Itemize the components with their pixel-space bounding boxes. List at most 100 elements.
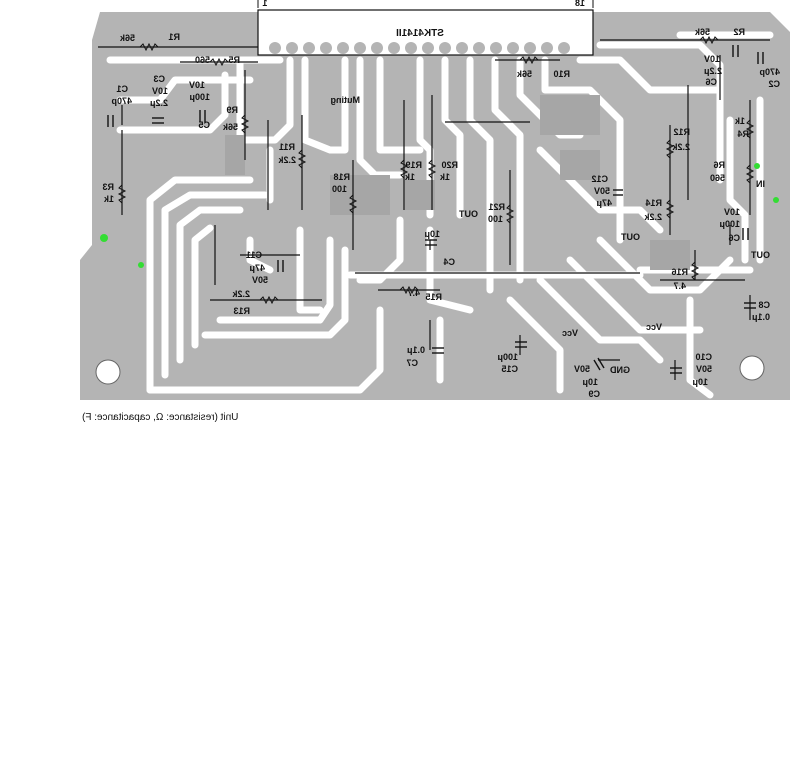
c10-name: C10 xyxy=(695,352,712,362)
c3-value1: 10V xyxy=(152,86,168,96)
r16-name: R16 xyxy=(671,267,688,277)
resistor-r11 xyxy=(297,149,307,169)
c6-value1: 10V xyxy=(724,207,740,217)
capacitor-c6-top xyxy=(732,45,739,57)
r10-name: R10 xyxy=(553,69,570,79)
units-caption: Unit (resistance: Ω, capacitance: F) xyxy=(82,412,239,423)
c11-name: C11 xyxy=(246,250,262,260)
c5-name: C5 xyxy=(198,120,210,130)
resistor-r6 xyxy=(745,164,755,184)
c11-value1: 47μ xyxy=(249,263,265,273)
ic-label: STK4141II xyxy=(396,28,444,39)
r1-name: R1 xyxy=(168,32,180,42)
c2-name: C2 xyxy=(768,79,780,89)
capacitor-c6 xyxy=(742,228,749,240)
resistor-r18 xyxy=(348,194,358,214)
in-label: IN xyxy=(756,179,765,189)
out-label-3: OUT xyxy=(751,250,771,260)
r4-name: R4 xyxy=(737,129,749,139)
r12-value: 2.2k xyxy=(671,142,690,152)
resistor-r13 xyxy=(259,295,279,305)
r2-name: R2 xyxy=(733,27,745,37)
capacitor-c8 xyxy=(744,302,756,309)
mounting-hole-right xyxy=(739,355,765,381)
resistor-r9 xyxy=(240,114,250,134)
resistor-r3 xyxy=(117,184,127,204)
test-point xyxy=(138,262,144,268)
r15-value: 4.7 xyxy=(407,288,420,298)
r16-value: 4.7 xyxy=(673,281,686,291)
vcc-label-2: Vcc xyxy=(646,322,662,332)
capacitor-c5 xyxy=(199,110,206,122)
c10-value2: 10μ xyxy=(692,377,708,387)
r9-value: 56k xyxy=(222,122,238,132)
test-point xyxy=(100,234,108,242)
resistor-r21 xyxy=(505,204,515,224)
r14-value: 2.2k xyxy=(643,212,662,222)
capacitor-c15 xyxy=(515,341,527,348)
c15-name: C15 xyxy=(501,364,518,374)
capacitor-symbols xyxy=(107,45,764,374)
r19-name: R19 xyxy=(405,160,422,170)
c3-name: C3 xyxy=(153,74,165,84)
out-label-1: OUT xyxy=(459,209,479,219)
mounting-hole-left xyxy=(95,359,121,385)
resistor-r5 xyxy=(209,57,229,67)
resistor-r2 xyxy=(699,35,719,45)
r6-name: R6 xyxy=(713,160,725,170)
c3-value2: 2.2μ xyxy=(150,98,168,108)
r1-value: 56k xyxy=(119,33,135,43)
r11-value: 2.2k xyxy=(277,155,296,165)
c10-value1: 50V xyxy=(696,364,712,374)
r2-value: 56k xyxy=(694,27,710,37)
c6-top-value1: 10V xyxy=(704,54,720,64)
capacitor-c2 xyxy=(757,52,764,64)
r13-name: R13 xyxy=(233,306,250,316)
capacitor-c12 xyxy=(613,189,623,196)
capacitor-c11 xyxy=(277,260,284,272)
capacitor-c1 xyxy=(107,115,114,127)
capacitor-c10 xyxy=(670,367,682,374)
r11-name: R11 xyxy=(279,142,295,152)
capacitor-c3 xyxy=(152,117,164,124)
c6-top-value2: 2.2μ xyxy=(704,66,722,76)
c8-value: 0.1μ xyxy=(752,312,770,322)
resistor-r20 xyxy=(427,159,437,179)
r3-value: 1k xyxy=(103,194,114,204)
ic-pins xyxy=(269,42,570,54)
ic-package: STK4141II 1 18 xyxy=(257,0,594,56)
resistor-r4 xyxy=(745,119,755,139)
pin-18-label: 18 xyxy=(575,0,585,8)
resistor-r16 xyxy=(690,261,700,281)
resistor-r15 xyxy=(399,285,419,295)
r18-name: R18 xyxy=(333,172,350,182)
test-point xyxy=(754,163,760,169)
c1-name: C1 xyxy=(116,84,128,94)
capacitor-c9 xyxy=(593,357,605,371)
r6-value: 560 xyxy=(710,173,725,183)
c5-value2: 100μ xyxy=(189,92,210,102)
c5-value1: 10V xyxy=(189,80,205,90)
r19-value: 1k xyxy=(404,172,415,182)
test-point xyxy=(773,197,779,203)
r20-value: 1k xyxy=(439,172,450,182)
resistor-r10 xyxy=(519,55,539,65)
c12-value2: 47μ xyxy=(596,198,612,208)
resistor-r19 xyxy=(399,159,409,179)
r20-name: R20 xyxy=(441,160,458,170)
r3-name: R3 xyxy=(102,182,114,192)
c6-name: C6 xyxy=(728,233,740,243)
c15-value: 100μ xyxy=(497,352,518,362)
r10-value: 56k xyxy=(516,69,532,79)
r12-name: R12 xyxy=(673,127,690,137)
c4-name: C4 xyxy=(443,257,455,267)
r21-value: 100 xyxy=(488,214,503,224)
r15-name: R15 xyxy=(425,292,442,302)
c9-value1: 50V xyxy=(574,364,590,374)
r14-name: R14 xyxy=(645,198,662,208)
capacitor-c7 xyxy=(432,347,444,354)
c9-value2: 10μ xyxy=(582,377,598,387)
r9-name: R9 xyxy=(226,105,238,115)
c12-value1: 50V xyxy=(594,186,610,196)
c2-value: 470p xyxy=(759,67,780,77)
